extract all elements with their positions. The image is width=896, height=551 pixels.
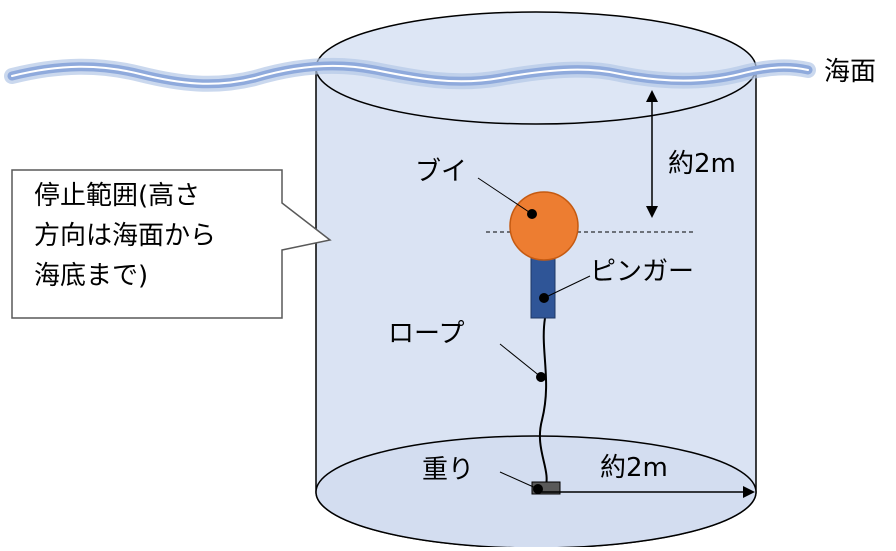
buoy <box>509 191 579 261</box>
callout-line-1: 停止範囲(高さ <box>34 181 200 211</box>
rope-label: ロープ <box>388 319 464 349</box>
sea-surface-wave <box>4 57 816 92</box>
horizontal-arrow <box>540 486 755 498</box>
weight-label: 重り <box>422 455 474 485</box>
weight-leader <box>499 471 543 494</box>
horizontal-distance-label: 約2m <box>600 453 668 483</box>
callout-line-2: 方向は海面から <box>34 221 216 251</box>
pinger-leader <box>539 275 591 303</box>
sea-surface-label: 海面 <box>824 57 876 87</box>
depth-arrow <box>646 90 658 218</box>
rope-leader <box>499 343 546 382</box>
stop-range-callout <box>11 169 332 319</box>
pinger <box>530 255 556 319</box>
buoy-label: ブイ <box>415 157 467 187</box>
depth-distance-label: 約2m <box>668 149 736 179</box>
callout-line-3: 海底まで) <box>34 261 148 291</box>
rope <box>538 317 548 490</box>
pinger-label: ピンガー <box>590 257 694 287</box>
buoy-leader <box>477 177 537 219</box>
